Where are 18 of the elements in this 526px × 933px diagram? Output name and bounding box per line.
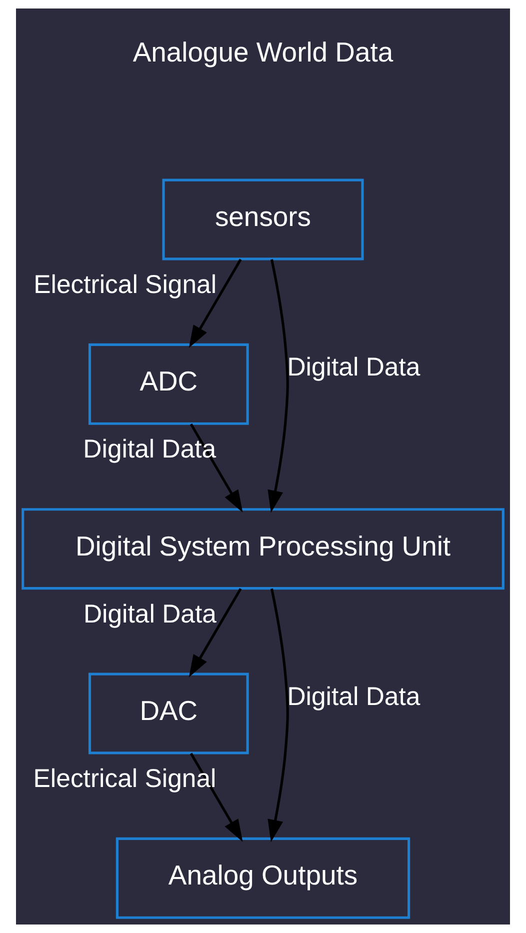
arrow [268, 259, 289, 513]
node-box: DAC [88, 672, 249, 754]
arrow [268, 588, 289, 842]
arrow [190, 423, 243, 513]
arrow [188, 588, 242, 678]
edge-label: Electrical Signal [34, 270, 217, 299]
edge-label: Digital Data [83, 600, 216, 628]
arrow [190, 752, 243, 842]
node-box: ADC [88, 343, 249, 425]
edge-label: Electrical Signal [33, 764, 216, 793]
node-box: Digital System Processing Unit [22, 508, 504, 590]
label: Analogue World Data [132, 36, 394, 68]
node-box: Analog Outputs [116, 837, 410, 919]
edge-label: Digital Data [83, 436, 216, 464]
edge-label: Digital Data [287, 354, 420, 382]
node-box: sensors [162, 178, 364, 260]
arrow [188, 258, 242, 348]
edge-label: Digital Data [287, 682, 420, 711]
